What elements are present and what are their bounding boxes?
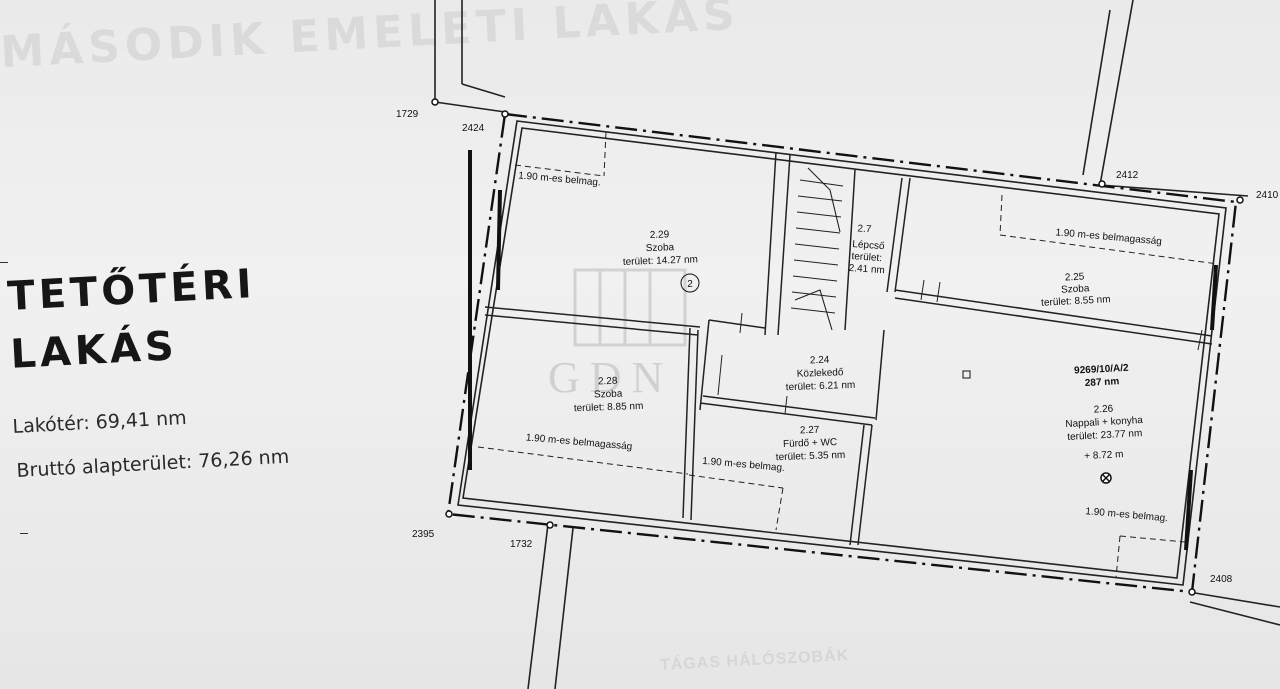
height-lines (477, 131, 1219, 579)
height-mark: + 8.72 m (1084, 449, 1124, 462)
survey-point-markers (431, 98, 1244, 596)
outer-walls (457, 120, 1227, 586)
survey-point-label: 2412 (1116, 170, 1139, 181)
survey-point-label: 2410 (1256, 190, 1279, 201)
height-note: 1.90 m-es belmagasság (525, 432, 632, 452)
neighbor-lines (434, 0, 1280, 689)
room-2-27: 2.27 Fürdő + WC terület: 5.35 nm (776, 425, 846, 464)
room-name: Szoba (646, 242, 675, 254)
staircase (790, 167, 844, 331)
room-area: terület: 8.55 nm (1041, 294, 1111, 309)
room-2-7: 2.7 Lépcső terület: 2.41 nm (848, 223, 885, 276)
room-number: 2.24 (810, 355, 830, 367)
room-area-value: 2.41 nm (848, 263, 885, 276)
note-5: 1.90 m-es belmag. (1085, 506, 1168, 524)
interior-walls (484, 151, 1213, 546)
column-marker (962, 370, 971, 379)
room-number: 2.26 (1093, 404, 1113, 416)
height-note: 1.90 m-es belmag. (518, 170, 601, 188)
parcel-area: 287 nm (1085, 376, 1120, 389)
survey-point-label: 1729 (396, 109, 419, 120)
height-note: 1.90 m-es belmag. (702, 456, 785, 474)
survey-point-label: 2424 (462, 123, 485, 134)
divider-dash (20, 533, 28, 534)
room-2-26: 9269/10/A/2 287 nm 2.26 Nappali + konyha… (1065, 363, 1143, 462)
room-number: 2.7 (857, 223, 872, 235)
watermark-text: GDN (548, 353, 673, 402)
room-name: Közlekedő (797, 367, 844, 380)
room-name: Lépcső (852, 239, 885, 252)
room-2-29: 2.29 Szoba terület: 14.27 nm (623, 229, 698, 268)
note-3: 1.90 m-es belmagasság (525, 432, 632, 452)
survey-point-label: 2395 (412, 529, 435, 540)
room-name: Fürdő + WC (783, 437, 838, 450)
note-4: 1.90 m-es belmag. (702, 456, 785, 474)
room-name: Szoba (1061, 283, 1090, 295)
room-number: 2.28 (598, 376, 618, 388)
parcel-number: 9269/10/A/2 (1074, 363, 1129, 377)
watermark-logo: GDN (548, 268, 687, 402)
room-area: terület: 14.27 nm (623, 254, 698, 268)
room-number: 2.25 (1065, 271, 1085, 283)
room-area: terület: 23.77 nm (1067, 428, 1143, 443)
room-2-28: 2.28 Szoba terület: 8.85 nm (574, 376, 644, 415)
room-2-25: 2.25 Szoba terület: 8.55 nm (1041, 271, 1111, 309)
height-point-icon (1100, 472, 1112, 484)
wall-ticks (717, 279, 1203, 415)
room-number: 2.29 (650, 229, 670, 241)
room-name: Szoba (594, 389, 623, 401)
room-name: Nappali + konyha (1065, 415, 1143, 430)
divider-dash (0, 262, 8, 263)
room-area: terület: 5.35 nm (776, 450, 846, 463)
room-number: 2.27 (800, 425, 820, 437)
height-note: 1.90 m-es belmag. (1085, 506, 1168, 524)
note-1: 1.90 m-es belmag. (518, 170, 601, 188)
room-area: terület: 8.85 nm (574, 401, 644, 414)
survey-point-label: 2408 (1210, 574, 1233, 585)
room-area: terület: 6.21 nm (786, 380, 856, 393)
room-marker-number: 2 (687, 279, 693, 290)
room-2-24: 2.24 Közlekedő terület: 6.21 nm (786, 355, 856, 394)
room-area-label: terület: (851, 251, 882, 264)
survey-point-label: 1732 (510, 539, 533, 550)
room-marker-circle (680, 273, 700, 293)
